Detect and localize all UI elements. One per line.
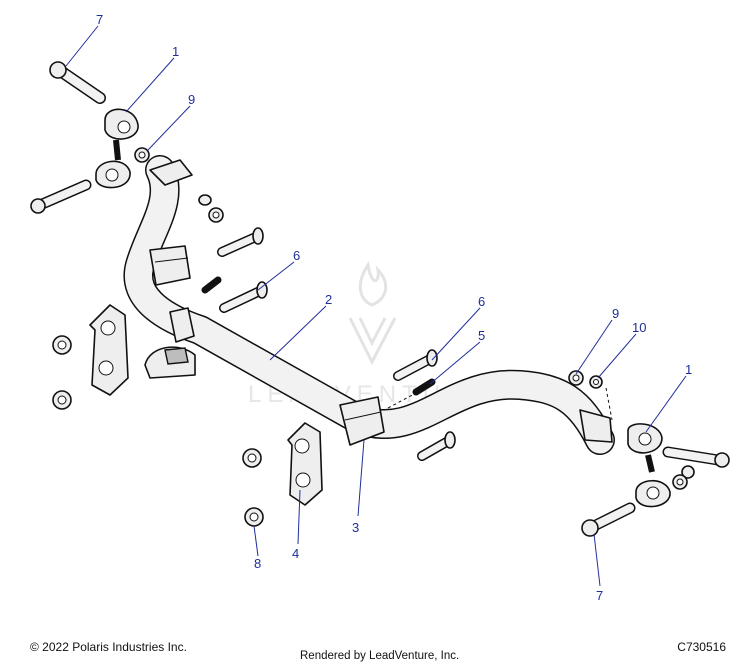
bolt-mid-left [30,179,92,214]
leader-10 [597,333,637,379]
diagram-code: C730516 [677,640,726,654]
nut-upper-left [52,335,72,355]
leader-8 [253,525,259,557]
leader-5 [429,341,481,385]
copyright-text: © 2022 Polaris Industries Inc. [30,640,187,654]
leader-9a [147,105,191,151]
bolt-center-6a [219,281,268,313]
bolt-right-upper [662,446,730,468]
callout-7-bottom: 7 [596,588,603,603]
leader-9b [575,319,613,375]
callout-9-left: 9 [188,92,195,107]
leader-2 [269,305,327,361]
nut-lower-left [52,390,72,410]
leader-1a [125,57,175,113]
bolt-top-left [49,61,106,104]
nut-upper-center [242,448,262,468]
washer-right-10 [589,375,603,389]
nut-upper [208,207,224,223]
washer-right-lower [681,465,695,479]
bolt-center-6b [393,349,438,381]
grease-fitting-center [412,378,436,396]
callout-1-right: 1 [685,362,692,377]
callout-2: 2 [325,292,332,307]
leader-6b [431,307,481,361]
grease-fitting-upper [201,276,222,294]
bracket-center [287,422,323,506]
bolt-right-lower [581,502,636,537]
washer-right-9 [568,370,584,386]
callout-10: 10 [632,320,646,335]
callout-5: 5 [478,328,485,343]
leader-7b [593,533,601,587]
leader-6a [257,261,295,291]
bolt-upper-center [217,227,264,257]
washer-top-left [134,147,150,163]
callout-3: 3 [352,520,359,535]
callout-1-left: 1 [172,44,179,59]
bar-collar [169,307,195,343]
rendered-by-text: Rendered by LeadVenture, Inc. [300,650,460,662]
nut-lower-center [244,507,264,527]
leader-4 [297,489,301,545]
callout-9-right: 9 [612,306,619,321]
callout-4: 4 [292,546,299,561]
leader-1b [645,375,687,433]
callout-7-top: 7 [96,12,103,27]
washer-upper [198,194,212,206]
loose-bushing [144,346,196,379]
callout-6-center: 6 [478,294,485,309]
bar-bushing-center [339,396,385,446]
leader-7a [65,25,99,67]
callout-6-upper: 6 [293,248,300,263]
nut-right-lower [672,474,688,490]
dash-right [605,387,613,421]
leader-3 [357,439,365,517]
link-right [627,423,671,508]
callout-8: 8 [254,556,261,571]
link-top-left [95,108,139,189]
bolt-lower-center [417,431,456,461]
bracket-left [89,304,129,396]
bar-bushing-left [149,245,191,286]
